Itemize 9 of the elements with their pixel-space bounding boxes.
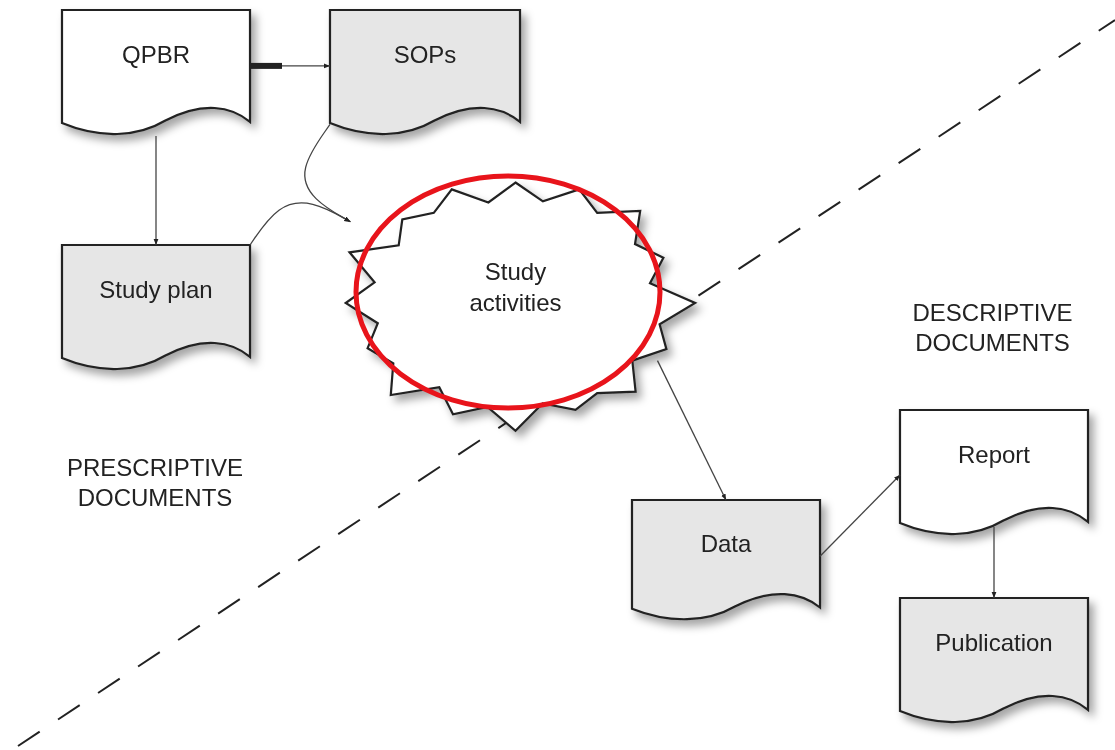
node-label: Study plan (99, 275, 213, 303)
node-label: Study activities (469, 257, 562, 316)
node-label: SOPs (393, 40, 457, 68)
node-label: Publication (935, 628, 1053, 656)
node-label: Report (957, 440, 1030, 468)
region-label: DESCRIPTIVE DOCUMENTS (911, 298, 1074, 358)
region-label: PRESCRIPTIVE DOCUMENTS (65, 453, 244, 513)
node-label: Data (700, 529, 752, 557)
node-label: QPBR (122, 40, 190, 68)
